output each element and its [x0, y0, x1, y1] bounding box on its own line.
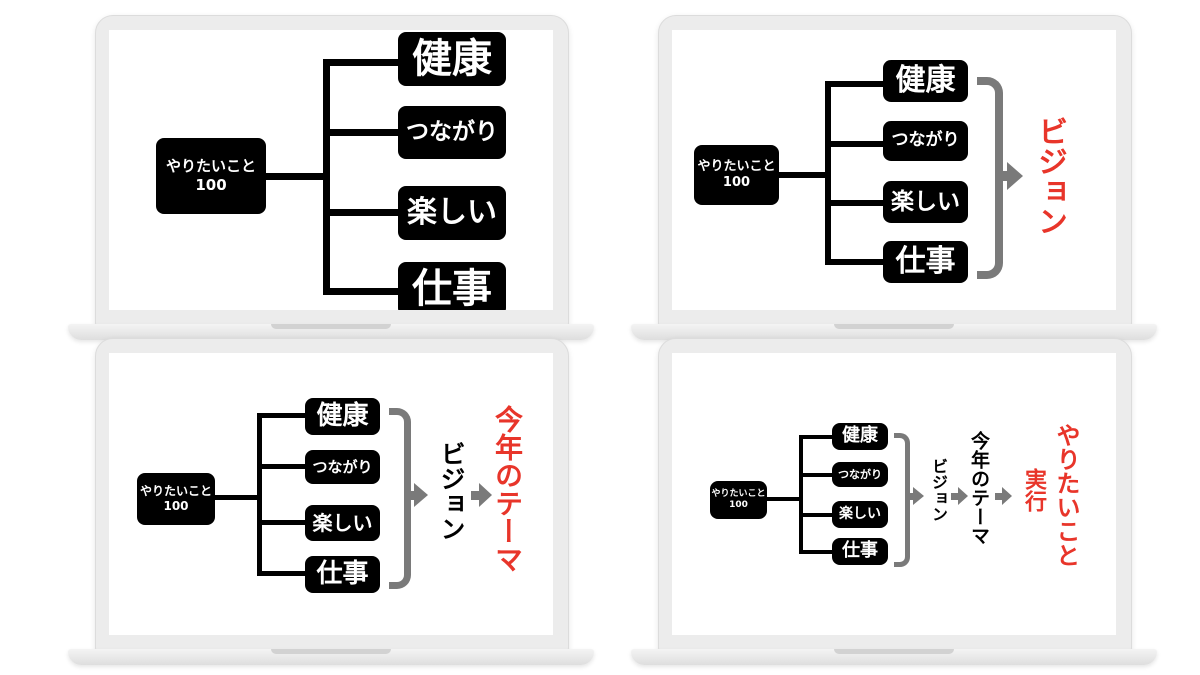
- laptop-screen: やりたいこと 100 健康 つながり 楽しい 仕事: [109, 30, 553, 310]
- action-label: やりたいこと: [1052, 423, 1080, 567]
- connector-line: [257, 571, 305, 576]
- laptop-screen: やりたいこと 100 健康 つながり 楽しい 仕事 ビジョン 今年のテーマ 実行…: [672, 353, 1116, 635]
- branch-box-fun: 楽しい: [883, 181, 968, 223]
- connector-line: [799, 435, 803, 553]
- connector-line: [799, 550, 832, 554]
- theme-label: 今年のテーマ: [968, 431, 990, 545]
- arrow-right-icon: [995, 486, 1012, 506]
- connector-line: [799, 435, 832, 439]
- connector-line: [767, 497, 799, 501]
- root-box: やりたいこと 100: [156, 138, 266, 214]
- connector-line: [257, 520, 305, 525]
- vision-label: ビジョン: [1032, 116, 1067, 236]
- connector-line: [323, 59, 330, 295]
- branch-box-work: 仕事: [832, 538, 888, 565]
- root-box: やりたいこと 100: [710, 481, 767, 519]
- connector-line: [825, 141, 883, 147]
- branch-box-fun: 楽しい: [398, 186, 506, 240]
- branch-box-work: 仕事: [883, 241, 968, 283]
- group-bracket: [894, 433, 910, 567]
- laptop-screen: やりたいこと 100 健康 つながり 楽しい 仕事 ビジョン: [672, 30, 1116, 310]
- root-box: やりたいこと 100: [137, 473, 215, 525]
- arrow-right-icon: [995, 161, 1023, 191]
- connector-line: [825, 200, 883, 206]
- root-count: 100: [722, 175, 751, 190]
- branch-box-fun: 楽しい: [832, 501, 888, 528]
- branch-box-work: 仕事: [305, 556, 380, 593]
- connector-line: [257, 413, 262, 576]
- branch-box-health: 健康: [832, 423, 888, 450]
- root-label: やりたいこと: [165, 157, 256, 176]
- root-box: やりたいこと 100: [694, 145, 779, 205]
- connector-line: [799, 513, 832, 517]
- vision-label: ビジョン: [437, 441, 466, 541]
- root-count: 100: [729, 500, 748, 510]
- theme-label: 今年のテーマ: [491, 405, 524, 573]
- connector-line: [323, 59, 398, 66]
- root-count: 100: [195, 176, 227, 194]
- root-label: やりたいこと: [711, 488, 766, 499]
- laptop-base: [68, 324, 594, 340]
- branch-box-connection: つながり: [398, 106, 506, 159]
- connector-line: [799, 473, 832, 477]
- connector-line: [825, 259, 883, 265]
- laptop-base: [631, 324, 1157, 340]
- branch-box-fun: 楽しい: [305, 505, 380, 541]
- action-sub-label: 実行: [1021, 468, 1046, 512]
- connector-line: [323, 288, 398, 295]
- arrow-right-icon: [404, 482, 428, 508]
- branch-box-connection: つながり: [832, 462, 888, 487]
- connector-line: [215, 495, 257, 500]
- connector-line: [257, 464, 305, 469]
- branch-box-connection: つながり: [883, 121, 968, 161]
- root-label: やりたいこと: [697, 158, 776, 174]
- connector-line: [323, 209, 398, 216]
- branch-box-work: 仕事: [398, 262, 506, 310]
- branch-box-health: 健康: [398, 32, 506, 86]
- arrow-right-icon: [905, 486, 924, 506]
- root-count: 100: [163, 499, 189, 513]
- arrow-right-icon: [471, 482, 492, 508]
- vision-label: ビジョン: [929, 458, 948, 522]
- laptop-base: [68, 649, 594, 665]
- connector-line: [825, 81, 883, 87]
- connector-line: [825, 81, 831, 263]
- branch-box-connection: つながり: [305, 450, 380, 484]
- arrow-right-icon: [951, 486, 968, 506]
- connector-line: [266, 173, 323, 180]
- laptop-screen: やりたいこと 100 健康 つながり 楽しい 仕事 ビジョン 今年のテーマ: [109, 353, 553, 635]
- branch-box-health: 健康: [305, 398, 380, 435]
- connector-line: [257, 413, 305, 418]
- root-label: やりたいこと: [139, 484, 212, 498]
- laptop-base: [631, 649, 1157, 665]
- connector-line: [779, 172, 825, 178]
- connector-line: [323, 129, 398, 136]
- branch-box-health: 健康: [883, 60, 968, 102]
